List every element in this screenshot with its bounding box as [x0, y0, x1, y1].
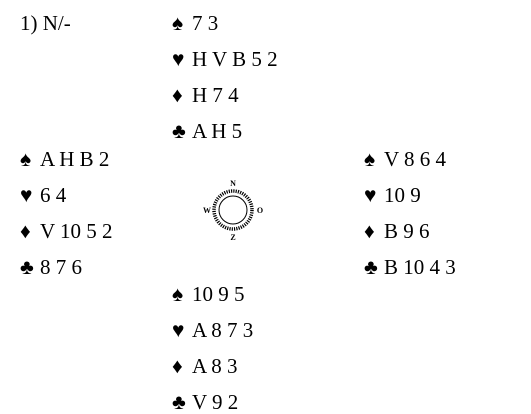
north-diamonds-cards: H 7 4	[192, 83, 239, 107]
heart-icon: ♥	[20, 183, 33, 207]
north-spades-row: ♠ 7 3	[172, 13, 218, 34]
south-clubs-cards: V 9 2	[192, 390, 239, 414]
north-clubs-cards: A H 5	[192, 119, 243, 143]
east-diamonds-row: ♦ B 9 6	[364, 221, 430, 242]
north-hearts-row: ♥ H V B 5 2	[172, 49, 278, 70]
heart-icon: ♥	[364, 183, 377, 207]
south-spades-row: ♠ 10 9 5	[172, 284, 245, 305]
compass-west-label: W	[203, 206, 211, 215]
diamond-icon: ♦	[20, 219, 31, 243]
east-spades-cards: V 8 6 4	[384, 147, 447, 171]
north-spades-cards: 7 3	[192, 11, 219, 35]
spade-icon: ♠	[172, 11, 184, 35]
north-hearts-cards: H V B 5 2	[192, 47, 278, 71]
west-spades-cards: A H B 2	[40, 147, 110, 171]
spade-icon: ♠	[364, 147, 376, 171]
east-hearts-cards: 10 9	[384, 183, 421, 207]
diamond-icon: ♦	[172, 354, 183, 378]
south-spades-cards: 10 9 5	[192, 282, 245, 306]
west-hearts-row: ♥ 6 4	[20, 185, 66, 206]
south-hearts-cards: A 8 7 3	[192, 318, 254, 342]
club-icon: ♣	[364, 255, 378, 279]
south-clubs-row: ♣V 9 2	[172, 392, 238, 413]
compass-south-label: Z	[230, 233, 235, 242]
south-hearts-row: ♥ A 8 7 3	[172, 320, 253, 341]
heart-icon: ♥	[172, 47, 185, 71]
west-diamonds-cards: V 10 5 2	[40, 219, 113, 243]
diamond-icon: ♦	[364, 219, 375, 243]
east-clubs-row: ♣B 10 4 3	[364, 257, 456, 278]
deal-title: 1) N/-	[20, 11, 71, 35]
west-diamonds-row: ♦ V 10 5 2	[20, 221, 113, 242]
east-clubs-cards: B 10 4 3	[384, 255, 456, 279]
north-diamonds-row: ♦ H 7 4	[172, 85, 239, 106]
heart-icon: ♥	[172, 318, 185, 342]
compass-east-label: O	[257, 206, 263, 215]
south-diamonds-row: ♦ A 8 3	[172, 356, 238, 377]
compass-icon: N W O Z	[203, 179, 263, 242]
diamond-icon: ♦	[172, 83, 183, 107]
club-icon: ♣	[172, 119, 186, 143]
spade-icon: ♠	[20, 147, 32, 171]
east-spades-row: ♠ V 8 6 4	[364, 149, 446, 170]
club-icon: ♣	[20, 255, 34, 279]
west-hearts-cards: 6 4	[40, 183, 67, 207]
west-clubs-cards: 8 7 6	[40, 255, 82, 279]
north-clubs-row: ♣A H 5	[172, 121, 242, 142]
spade-icon: ♠	[172, 282, 184, 306]
east-hearts-row: ♥ 10 9	[364, 185, 421, 206]
compass: N W O Z	[193, 170, 273, 250]
west-clubs-row: ♣8 7 6	[20, 257, 82, 278]
compass-north-label: N	[230, 179, 236, 188]
west-spades-row: ♠ A H B 2	[20, 149, 109, 170]
club-icon: ♣	[172, 390, 186, 414]
east-diamonds-cards: B 9 6	[384, 219, 430, 243]
south-diamonds-cards: A 8 3	[192, 354, 238, 378]
